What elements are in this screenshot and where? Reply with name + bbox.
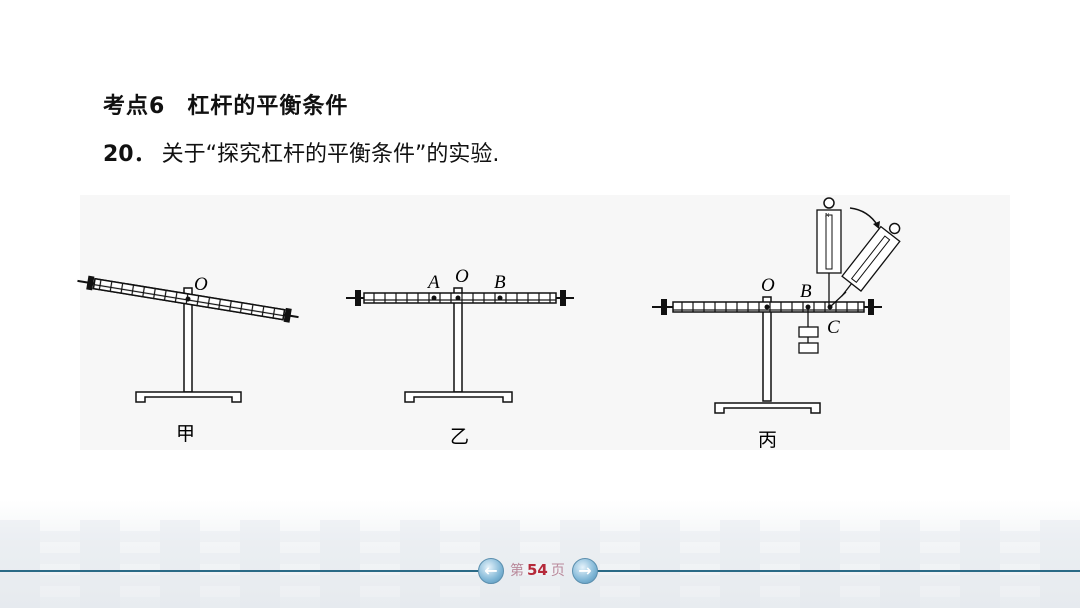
point-label: O <box>194 274 208 295</box>
point-label: C <box>827 317 840 338</box>
scale-unit: N <box>825 213 830 219</box>
figure-caption: 乙 <box>450 427 469 448</box>
arrow-right-icon: → <box>578 561 592 580</box>
question-text: 关于“探究杠杆的平衡条件”的实验. <box>161 142 500 167</box>
stand-base <box>404 391 513 403</box>
figure-caption: 甲 <box>176 424 195 445</box>
spring-scale-vertical: N <box>816 197 842 307</box>
page-suffix: 页 <box>550 563 565 579</box>
point-label: O <box>455 266 469 287</box>
prev-page-button[interactable]: ← <box>478 558 504 584</box>
section-label: 考点6 <box>103 94 166 119</box>
figure-jia: O 甲 <box>77 274 299 445</box>
weight <box>798 326 819 338</box>
footer-line-left <box>0 570 478 572</box>
point-label: O <box>761 275 775 296</box>
arrow-left-icon: ← <box>484 561 498 580</box>
lever-beam <box>77 275 299 323</box>
spring-scale-tilted <box>841 222 901 297</box>
point-label: A <box>426 272 440 293</box>
next-page-button[interactable]: → <box>572 558 598 584</box>
figure-caption: 丙 <box>758 430 777 451</box>
page-number: 54 <box>527 561 548 579</box>
figure-yi: A O B 乙 <box>346 266 574 448</box>
weight <box>798 342 819 354</box>
footer-line-right <box>596 570 1080 572</box>
page-prefix: 第 <box>510 563 524 579</box>
figure-bing: N O B C 丙 <box>652 197 901 451</box>
figure-background <box>80 195 1010 450</box>
section-title: 杠杆的平衡条件 <box>187 94 349 119</box>
point-label: B <box>800 281 812 302</box>
question-number: 20． <box>103 142 156 167</box>
section-heading: 考点6 杠杆的平衡条件 <box>103 88 348 120</box>
question: 20．关于“探究杠杆的平衡条件”的实验. <box>103 136 499 168</box>
stand-base <box>135 391 242 403</box>
stand-base <box>714 402 821 414</box>
footer-tiles <box>0 520 1080 608</box>
point-label: B <box>494 272 506 293</box>
footer-background <box>0 500 1080 608</box>
stand-post <box>762 296 772 402</box>
